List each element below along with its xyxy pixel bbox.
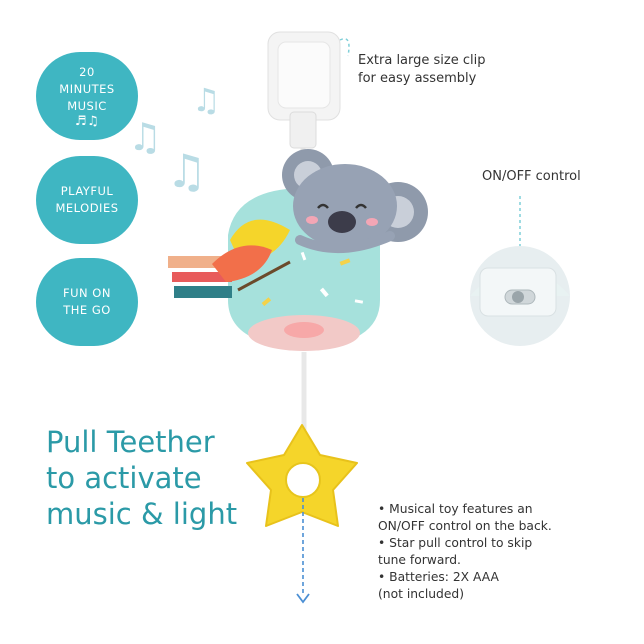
badge-text: 20 xyxy=(79,64,95,79)
headline-line: music & light xyxy=(46,497,238,531)
music-note-icon: ♫ xyxy=(128,115,163,159)
headline-line: Pull Teether xyxy=(46,425,215,459)
badge-text: MUSIC xyxy=(67,98,107,113)
list-item: • Musical toy features an xyxy=(378,502,533,516)
badge-text: THE GO xyxy=(63,303,111,317)
badge-text: MELODIES xyxy=(55,201,119,215)
arrow-down-icon xyxy=(296,593,310,604)
caption-line: Extra large size clip xyxy=(358,53,486,68)
butterfly-icon xyxy=(212,219,291,292)
badge-text: PLAYFUL xyxy=(60,184,114,198)
onoff-caption: ON/OFF control xyxy=(482,169,581,184)
music-note-icon: ♫ xyxy=(166,144,208,198)
feature-list: • Musical toy features an ON/OFF control… xyxy=(378,501,608,603)
headline-line: to activate xyxy=(46,461,202,495)
music-note-icon: ♬♫ xyxy=(74,113,100,129)
list-item: • Batteries: 2X AAA xyxy=(378,570,499,584)
badge-20-minutes-music: 20 MINUTES MUSIC ♬♫ xyxy=(36,52,138,140)
list-item: ON/OFF control on the back. xyxy=(378,519,552,533)
clip-caption: Extra large size clip for easy assembly xyxy=(358,52,486,88)
list-item: • Star pull control to skip xyxy=(378,536,533,550)
caption-line: for easy assembly xyxy=(358,71,477,86)
on-off-switch-closeup xyxy=(470,246,570,346)
badge-fun-on-the-go: FUN ON THE GO xyxy=(36,258,138,346)
badge-text: FUN ON xyxy=(63,286,111,300)
list-item: (not included) xyxy=(378,587,465,601)
clip-icon xyxy=(267,31,341,149)
koala-icon xyxy=(282,149,428,253)
badge-playful-melodies: PLAYFUL MELODIES xyxy=(36,156,138,244)
music-note-icon: ♫ xyxy=(192,81,221,119)
star-teether-icon xyxy=(246,424,358,527)
headline: Pull Teether to activate music & light xyxy=(46,424,237,532)
badge-text: MINUTES xyxy=(59,81,115,96)
list-item: tune forward. xyxy=(378,553,461,567)
